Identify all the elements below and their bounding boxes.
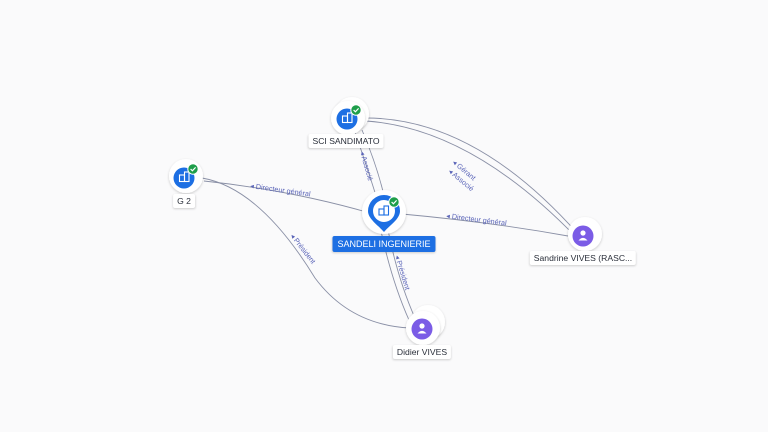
building-icon [341, 112, 353, 124]
check-badge-icon [187, 163, 199, 175]
edge-label: ◂ Président [288, 232, 317, 266]
node-label-sci-sandimato[interactable]: SCI SANDIMATO [308, 134, 384, 148]
edge-sandrine-sandeli [401, 213, 569, 237]
building-icon [378, 205, 390, 216]
node-sandeli-ingenierie[interactable] [362, 190, 406, 234]
person-icon [578, 230, 588, 241]
node-label-sandrine-vives[interactable]: Sandrine VIVES (RASC... [529, 251, 637, 265]
edge-g2-didier [201, 177, 411, 329]
node-label-didier-vives[interactable]: Didier VIVES [392, 345, 452, 359]
node-g2[interactable] [169, 159, 203, 193]
check-badge-icon [350, 104, 362, 116]
edge-label: ◂ Directeur général [446, 211, 508, 227]
edge-g2-sandeli [203, 180, 371, 214]
edge-label: ◂ Associé [358, 150, 375, 182]
node-label-g2[interactable]: G 2 [173, 194, 195, 208]
edge-sci-sandrine [365, 120, 576, 237]
node-didier-vives[interactable] [406, 305, 445, 345]
edge-sci-sandrine-2 [365, 117, 579, 235]
building-icon [178, 171, 190, 183]
node-label-sandeli-ingenierie[interactable]: SANDELI INGENIERIE [332, 236, 436, 252]
node-sandrine-vives[interactable] [568, 217, 602, 251]
person-icon [417, 323, 427, 334]
edge-label: ◂ Directeur général [250, 181, 312, 198]
node-sci-sandimato[interactable] [331, 97, 369, 135]
check-badge-icon [388, 196, 400, 208]
